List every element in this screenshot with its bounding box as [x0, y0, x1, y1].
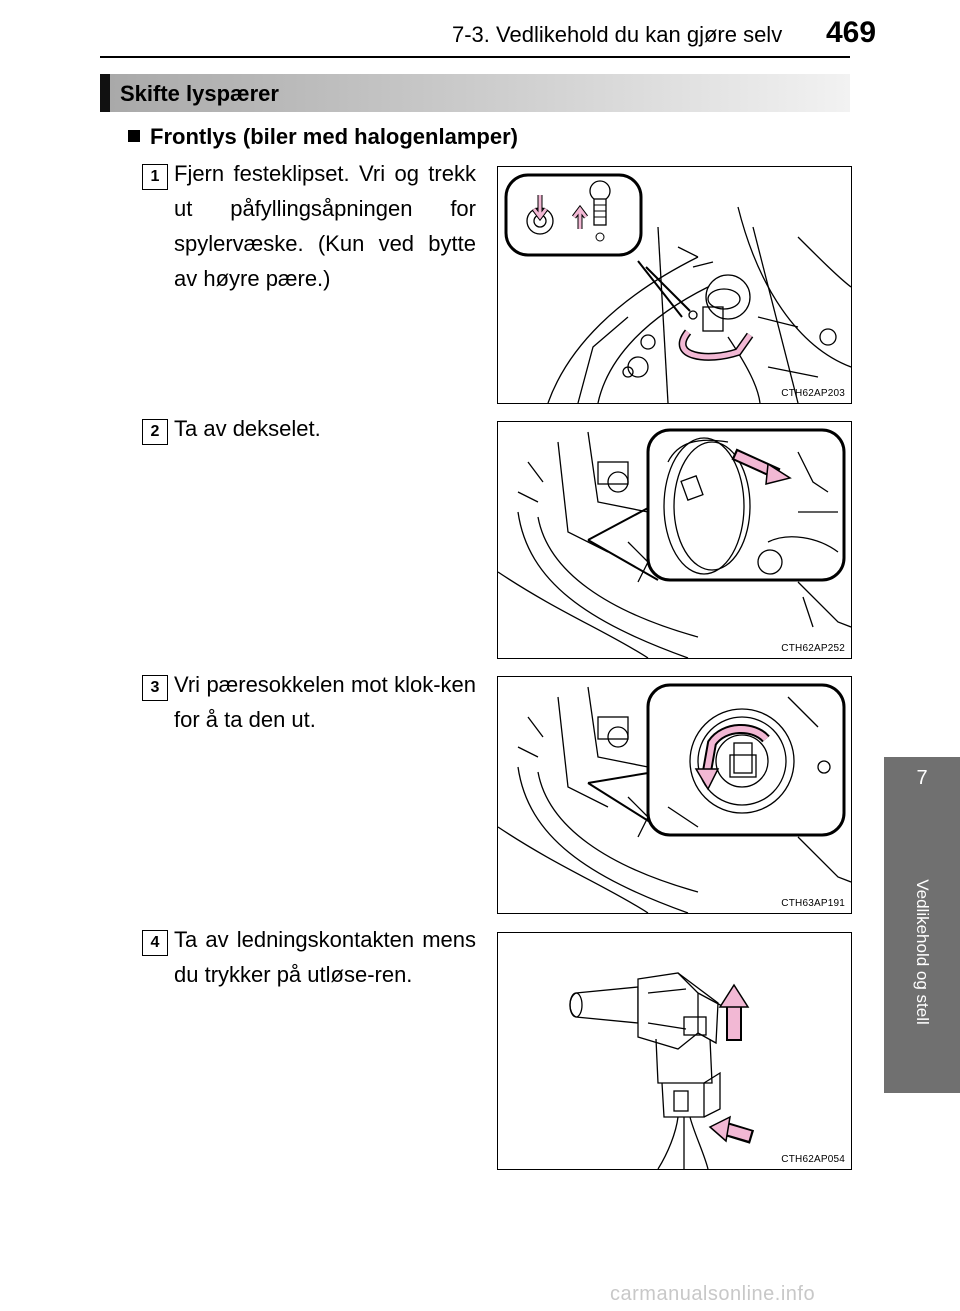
step-number: 4 — [142, 930, 168, 956]
figure-code: CTH63AP191 — [781, 898, 845, 909]
step-text: Ta av dekselet. — [174, 416, 321, 441]
header-section-title: 7-3. Vedlikehold du kan gjøre selv — [452, 22, 783, 47]
step-number: 3 — [142, 675, 168, 701]
figure-remove-cover: CTH62AP252 — [497, 421, 852, 659]
figure-code: CTH62AP252 — [781, 643, 845, 654]
section-title: Skifte lyspærer — [120, 81, 279, 106]
figure-rotate-bulb-socket: CTH63AP191 — [497, 676, 852, 914]
watermark: carmanualsonline.info — [610, 1283, 816, 1305]
figure-code: CTH62AP054 — [781, 1154, 845, 1165]
figure-washer-filler-clip: CTH62AP203 — [497, 166, 852, 404]
step-number: 2 — [142, 419, 168, 445]
figure-code: CTH62AP203 — [781, 388, 845, 399]
subheading-text: Frontlys (biler med halogenlamper) — [150, 124, 518, 149]
step-text: Vri pæresokkelen mot klok-ken for å ta d… — [174, 672, 476, 732]
header-divider — [100, 56, 850, 58]
chapter-number: 7 — [916, 767, 928, 789]
step-text: Ta av ledningskontakten mens du trykker … — [174, 927, 476, 987]
subheading: Frontlys (biler med halogenlamper) — [128, 124, 518, 150]
bulb-connector-illustration — [569, 972, 755, 1169]
section-title-bar: Skifte lyspærer — [100, 74, 850, 112]
figure-disconnect-connector: CTH62AP054 — [497, 932, 852, 1170]
bullet-square-icon — [128, 130, 140, 142]
headlamp-cover-illustration — [498, 428, 851, 658]
engine-bay-illustration — [504, 173, 851, 403]
bulb-socket-illustration — [498, 683, 851, 913]
page-number: 469 — [826, 16, 877, 49]
step-text: Fjern festeklipset. Vri og trekk ut påfy… — [174, 161, 476, 291]
step-number: 1 — [142, 164, 168, 190]
chapter-side-tab: 7 Vedlikehold og stell — [884, 757, 960, 1093]
chapter-title: Vedlikehold og stell — [913, 879, 932, 1025]
